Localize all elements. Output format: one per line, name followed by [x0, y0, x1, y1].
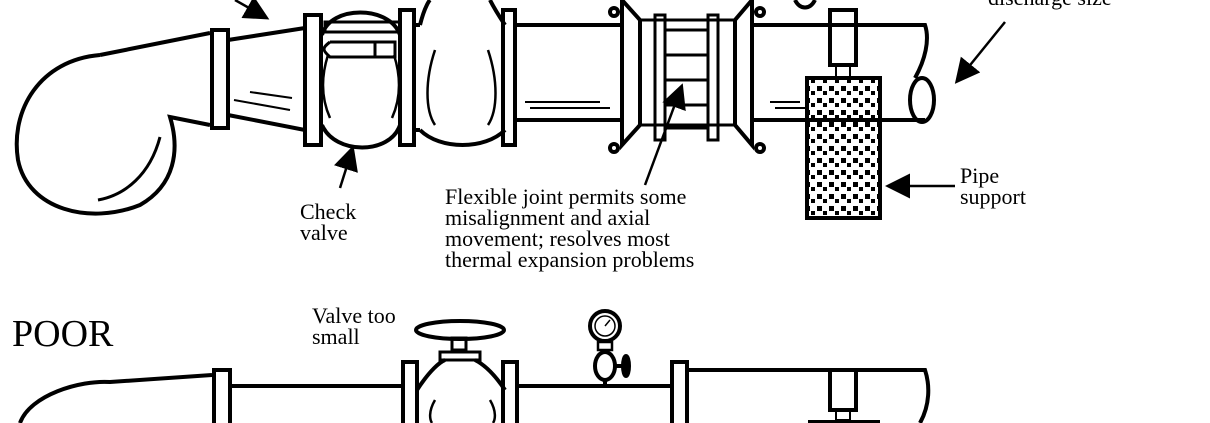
label-discharge-size: discharge size — [988, 0, 1112, 9]
label-check-valve-line1: Check — [300, 199, 357, 224]
label-valve-too-small-line2: small — [312, 324, 360, 349]
pipe-segment-1 — [515, 23, 622, 122]
flange-4 — [501, 8, 517, 147]
pump-top — [14, 31, 211, 216]
label-flex-joint-line4: thermal expansion problems — [445, 247, 695, 272]
pipe-bottom-3 — [687, 368, 931, 423]
label-flex-joint-line3: movement; resolves most — [445, 226, 670, 251]
label-pipe-support-line2: support — [960, 184, 1026, 209]
flange-b4 — [670, 360, 689, 423]
flange-b2 — [401, 360, 419, 423]
label-check-valve-line2: valve — [300, 220, 348, 245]
label-valve-too-small-line1: Valve too — [312, 303, 396, 328]
label-flex-joint-line2: misalignment and axial — [445, 205, 651, 230]
flange-3 — [398, 8, 416, 147]
pump-bottom — [18, 373, 213, 423]
check-valve — [320, 10, 402, 150]
callout-arrows — [234, 0, 1006, 199]
label-flex-joint-line1: Flexible joint permits some — [445, 184, 687, 209]
pressure-gauge-bottom — [588, 309, 631, 386]
flange-2 — [303, 13, 323, 147]
pressure-gauge-top — [793, 0, 817, 10]
reducer — [227, 26, 306, 132]
gate-valve-top — [415, 0, 507, 147]
label-poor: POOR — [12, 313, 114, 355]
flange-b1 — [212, 368, 232, 423]
pipe-support-top — [805, 8, 882, 220]
label-pipe-support-line1: Pipe — [960, 163, 1000, 188]
pipe-support-bottom — [808, 370, 880, 423]
small-gate-valve — [414, 319, 507, 423]
flexible-joint — [608, 0, 766, 154]
flange-1 — [210, 28, 230, 130]
flange-b3 — [501, 360, 519, 423]
